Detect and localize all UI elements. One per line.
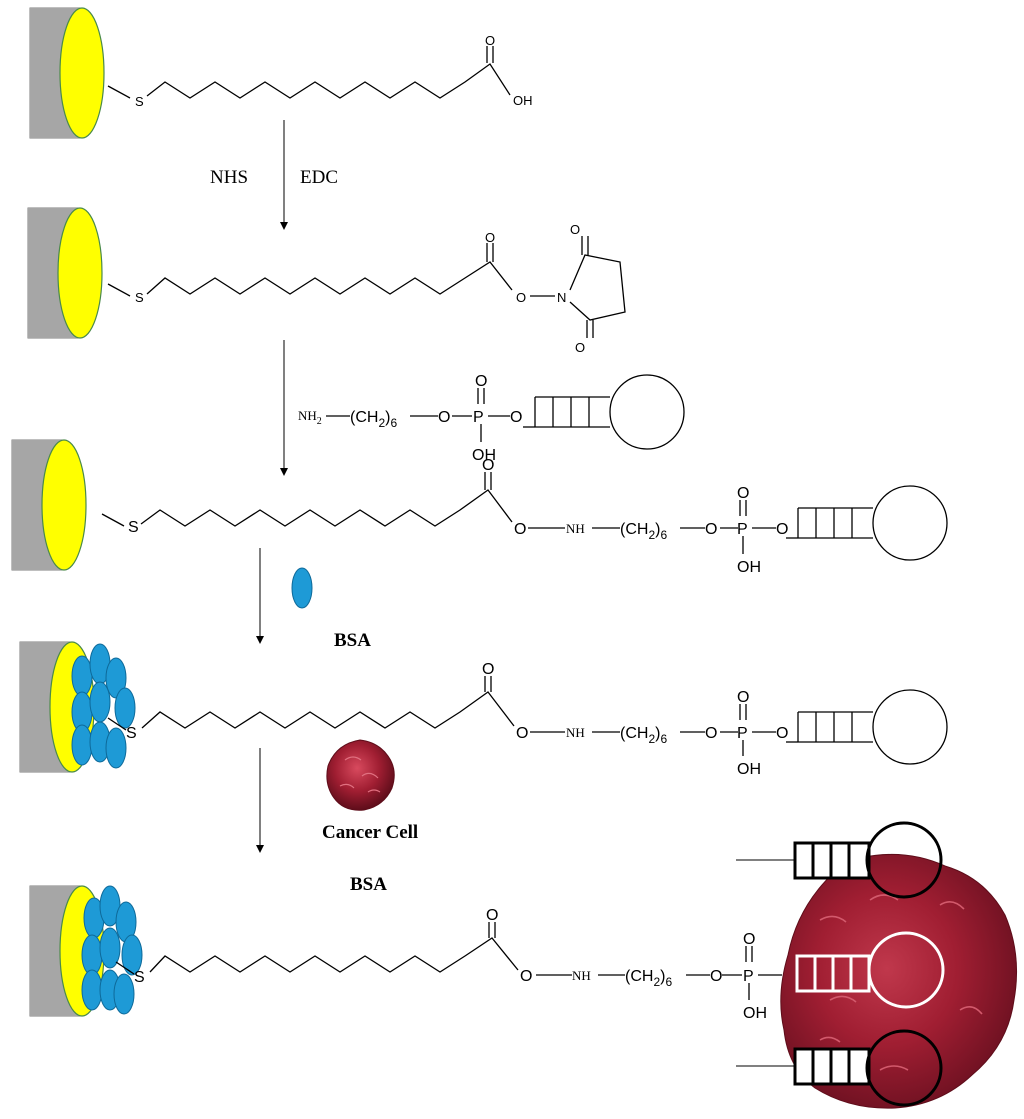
gold-electrode-icon: [29, 7, 105, 139]
svg-text:O: O: [705, 725, 717, 742]
sulfur-atom-5: S: [134, 969, 145, 986]
imide-o-top: O: [570, 222, 580, 237]
electrode-row4: [19, 641, 136, 773]
ester-o-2: O: [516, 290, 526, 305]
methylene-label: (CH2)6: [625, 968, 672, 989]
chain-row1: [107, 46, 511, 99]
cancer-cell-label: Cancer Cell: [322, 822, 418, 843]
sulfur-atom-4: S: [126, 725, 137, 742]
hairpin-aptamer-icon: [522, 374, 685, 450]
phosphorus-atom: P: [743, 968, 754, 985]
electrode-row2: [27, 207, 103, 339]
hairpin-aptamer-icon: [736, 1029, 943, 1107]
svg-text:O: O: [776, 725, 788, 742]
svg-text:OH: OH: [737, 761, 761, 778]
svg-text:O: O: [737, 485, 749, 502]
arrow-4: [256, 748, 264, 853]
amide-nh-5: NH: [572, 968, 591, 983]
sulfur-atom-1: S: [135, 94, 144, 109]
hairpin-aptamer-icon: [785, 485, 948, 561]
gold-electrode-icon: [27, 207, 103, 339]
svg-text:OH: OH: [472, 447, 496, 464]
carbonyl-o-1: O: [485, 33, 495, 48]
hairpin-aptamer-icon: [795, 931, 945, 1009]
phosphorus-atom: P: [737, 521, 748, 538]
methylene-label: (CH2)6: [620, 725, 667, 746]
svg-text:O: O: [438, 409, 450, 426]
bsa-label-1: BSA: [334, 630, 371, 651]
svg-text:O: O: [486, 907, 498, 924]
svg-text:O: O: [520, 968, 532, 985]
chain-row5: [115, 922, 782, 1000]
hairpin-aptamer-icon: [736, 821, 943, 899]
electrode-row5: [29, 885, 143, 1017]
reagent-nhs: NHS: [210, 167, 248, 188]
aptamer-reagent: NH2 (CH2)6 O P O OH O: [298, 373, 685, 464]
bsa-label-2: BSA: [350, 874, 387, 895]
svg-text:O: O: [482, 661, 494, 678]
svg-text:O: O: [510, 409, 522, 426]
nitrogen-atom: N: [557, 290, 566, 305]
svg-text:OH: OH: [743, 1005, 767, 1022]
arrow-3: [256, 548, 264, 644]
chain-row2: [107, 236, 626, 338]
hydroxyl-oh-1: OH: [513, 93, 533, 108]
svg-text:O: O: [514, 521, 526, 538]
imide-o-bottom: O: [575, 340, 585, 355]
electrode-row1: [29, 7, 105, 139]
captured-cancer-cell: [780, 853, 1018, 1109]
svg-text:O: O: [776, 521, 788, 538]
bsa-protein-cluster: [81, 885, 143, 1015]
svg-text:O: O: [705, 521, 717, 538]
amide-nh-4: NH: [566, 725, 585, 740]
sulfur-atom-2: S: [135, 290, 144, 305]
amine-label: NH2: [298, 408, 322, 427]
electrode-row3: [11, 439, 87, 571]
hairpin-aptamer-icon: [785, 689, 948, 765]
methylene-label: (CH2)6: [620, 521, 667, 542]
svg-text:O: O: [737, 689, 749, 706]
bsa-protein-icon: [291, 567, 313, 609]
svg-text:O: O: [475, 373, 487, 390]
methylene-label: (CH2)6: [350, 409, 397, 430]
cancer-cell-icon: [326, 739, 395, 811]
carbonyl-o-2: O: [485, 230, 495, 245]
reagent-edc: EDC: [300, 167, 338, 188]
svg-text:OH: OH: [737, 559, 761, 576]
chain-row3: [101, 472, 776, 554]
bsa-protein-cluster: [71, 643, 136, 769]
arrow-1: [280, 120, 288, 230]
phosphorus-atom: P: [473, 409, 484, 426]
chain-row4: [107, 676, 776, 756]
amide-nh-3: NH: [566, 521, 585, 536]
svg-text:O: O: [516, 725, 528, 742]
svg-text:O: O: [743, 931, 755, 948]
arrow-2: [280, 340, 288, 476]
phosphorus-atom: P: [737, 725, 748, 742]
sulfur-atom-3: S: [128, 519, 139, 536]
gold-electrode-icon: [11, 439, 87, 571]
svg-text:O: O: [482, 457, 494, 474]
svg-text:O: O: [710, 968, 722, 985]
